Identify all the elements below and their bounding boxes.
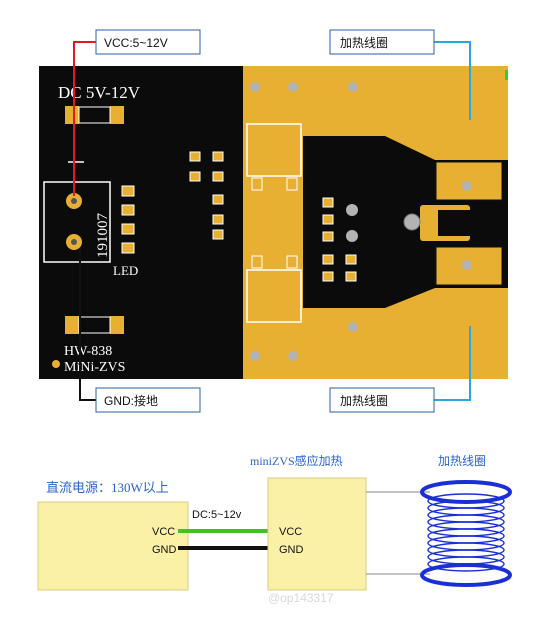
res-pad [65, 316, 79, 334]
module-title: miniZVS感应加热 [250, 453, 343, 468]
via [250, 82, 260, 92]
pad [286, 177, 298, 191]
vcc-callout-text: VCC:5~12V [104, 36, 168, 50]
pin1-dot [52, 360, 60, 368]
wire-voltage-note: DC:5~12v [192, 509, 242, 521]
vcc-callout-line [73, 41, 96, 196]
terminal-hole [71, 239, 77, 245]
res-pad [110, 316, 124, 334]
callouts: VCC:5~12V GND:接地 加热线圈 加热线圈 [73, 29, 471, 413]
coil-slot [438, 210, 502, 236]
via [348, 82, 358, 92]
gnd-callout-line [79, 248, 96, 401]
coil-callout-box-top [329, 29, 435, 55]
cap-pad [110, 106, 124, 124]
terminal-hole [71, 198, 77, 204]
cap-outline [78, 106, 111, 124]
mosfet-outline-top [246, 123, 302, 177]
pad [286, 255, 298, 269]
gnd-callout-box [95, 387, 201, 413]
silk-model-text: HW-838 [64, 344, 112, 359]
coil-callout-line-top [434, 41, 471, 120]
coil-callout-text-top: 加热线圈 [340, 36, 388, 50]
coil-pad-top [435, 161, 503, 201]
power-connector [43, 181, 111, 263]
silk-name-text: MiNi-ZVS [64, 360, 125, 375]
module-vcc-label: VCC [279, 526, 302, 538]
via [462, 260, 472, 270]
watermark-text: @op143317 [268, 591, 334, 605]
supply-gnd-label: GND [152, 544, 177, 556]
schematic: 直流电源：130W以上 VCC GND DC:5~12v miniZVS感应加热… [34, 446, 520, 614]
pad [251, 255, 263, 269]
supply-vcc-label: VCC [152, 526, 175, 538]
gnd-callout-text: GND:接地 [104, 393, 158, 408]
module-gnd-label: GND [279, 544, 304, 556]
cap-pad [65, 106, 79, 124]
coil-via [403, 213, 421, 231]
coil-callout-line-bottom [434, 326, 471, 401]
supply-label: 直流电源：130W以上 [46, 480, 169, 495]
silk-code-text: 191007 [95, 213, 111, 259]
coil-title: 加热线圈 [438, 454, 486, 468]
coil-callout-text-bottom: 加热线圈 [340, 394, 388, 408]
zvs-module-box [267, 477, 367, 591]
via [346, 204, 358, 216]
pad [251, 177, 263, 191]
via [462, 181, 472, 191]
pcb-board: DC 5V-12V 191007 LED HW-838 MiNi-ZVS [39, 66, 508, 379]
power-supply-box [37, 501, 189, 591]
vcc-callout-box [95, 29, 201, 55]
mosfet-outline-bottom [246, 269, 302, 323]
led-pads [121, 185, 135, 254]
silk-power-text: DC 5V-12V [58, 83, 141, 102]
via [288, 351, 298, 361]
via [348, 322, 358, 332]
silk-led-text: LED [113, 263, 138, 278]
coil-callout-box-bottom [329, 387, 435, 413]
edge-mark [505, 70, 508, 80]
via [250, 351, 260, 361]
via [346, 230, 358, 242]
heating-coil [420, 480, 512, 587]
via [288, 82, 298, 92]
smd-pads [189, 151, 357, 282]
